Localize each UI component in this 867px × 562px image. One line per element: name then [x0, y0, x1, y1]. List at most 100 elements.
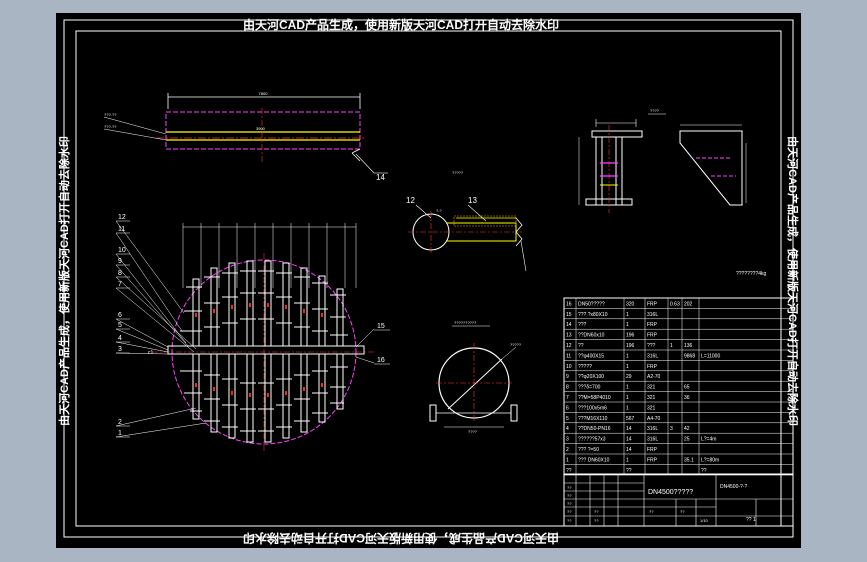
bom-cell: 6	[566, 405, 569, 411]
balloon-label: 7	[118, 281, 122, 288]
section-b-label: ?????	[510, 342, 522, 347]
section-b-title: ??????????	[454, 320, 477, 325]
bom-cell: ??DN60x10	[578, 333, 605, 339]
side-view-detail: ????	[578, 108, 747, 213]
bom-cell: A4-70	[647, 416, 661, 422]
top-view-beam: 7800 3900 ???-?? ???-?? 14	[103, 91, 388, 182]
bom-cell: 196	[626, 333, 635, 339]
bom-cell: ??	[626, 468, 632, 474]
bom-cell: 1	[626, 322, 629, 328]
bom-cell: 1	[670, 343, 673, 349]
scale-note: ????????4kg	[736, 271, 767, 277]
bom-cell: 316L	[647, 353, 658, 359]
tb-sheet: ?? 1	[746, 517, 756, 523]
bom-cell: DN50?????	[578, 301, 605, 307]
bom-cell: 14	[626, 447, 632, 453]
bom-cell: ??? ?=50	[578, 447, 599, 453]
bom-cell: 316L	[647, 312, 658, 318]
bom-cell: 8	[566, 385, 569, 391]
bom-cell: 5	[566, 416, 569, 422]
bom-cell: 35.1	[684, 457, 694, 463]
watermark-right: 由天河CAD产品生成，使用新版天河CAD打开自动去除水印	[786, 136, 800, 426]
bom-cell: 316L	[647, 437, 658, 443]
bom-cell: ??M=58P4010	[578, 395, 611, 401]
balloon-label: 6	[118, 312, 122, 319]
bom-cell: 65	[684, 385, 690, 391]
bom-cell: 1	[626, 457, 629, 463]
bom-cell: 196	[626, 343, 635, 349]
bom-cell: 16	[566, 301, 572, 307]
bom-cell: 4	[566, 426, 569, 432]
bom-cell: ???	[578, 322, 587, 328]
bom-cell: ??	[566, 468, 572, 474]
top-view-dim-total: 7800	[259, 91, 269, 96]
bom-cell: FRP	[647, 447, 658, 453]
title-block: DN4500????? DN4500-?-? ?? ?? ?? ?? ?? ??…	[563, 473, 794, 527]
bom-cell: ???δ=700	[578, 385, 601, 391]
bom-cell: 136	[684, 343, 693, 349]
bom-cell: L=11000	[701, 353, 720, 359]
bom-cell: 1	[626, 395, 629, 401]
section-a-detail: ????? 12 13 ?-?	[406, 170, 527, 272]
balloon-label: 1	[118, 430, 122, 437]
bom-cell: ??? DN60X10	[578, 457, 610, 463]
bom-cell: ??????57x3	[578, 437, 606, 443]
section-b-detail: ?????????? ????? ????	[429, 320, 522, 434]
bom-cell: 567	[626, 416, 635, 422]
bom-cell: 1	[626, 364, 629, 370]
bom-cell: 9	[566, 374, 569, 380]
cad-drawing-canvas[interactable]: 由天河CAD产品生成，使用新版天河CAD打开自动去除水印 由天河CAD产品生成，…	[56, 13, 801, 548]
bom-cell: 42	[684, 426, 690, 432]
watermark-left: 由天河CAD产品生成，使用新版天河CAD打开自动去除水印	[57, 136, 71, 426]
bom-cell: 3	[566, 437, 569, 443]
bom-cell: FRP	[647, 301, 658, 307]
tb-cell-1: ??	[567, 485, 572, 490]
tb-unit: 1/10	[700, 518, 709, 523]
side-view-title: ????	[650, 108, 660, 113]
section-a-title: ?????	[452, 170, 464, 175]
bom-border	[563, 297, 794, 476]
beam-outline	[165, 111, 361, 150]
bom-cell: 0.63	[670, 301, 680, 307]
bom-cell: 316L	[647, 426, 658, 432]
bom-cell: 321	[647, 405, 656, 411]
drawing-background	[56, 13, 801, 548]
balloon-label: 9	[118, 258, 122, 265]
title-block-title: DN4500?????	[648, 489, 693, 496]
bom-cell: 321	[647, 395, 656, 401]
bom-cell: L?=80m	[701, 457, 719, 463]
bom-cell: 29	[626, 374, 632, 380]
section-a-dim: ?-?	[436, 208, 443, 213]
bom-cell: 321	[647, 385, 656, 391]
balloon-label: 3	[118, 346, 122, 353]
tb-scale: ??	[680, 509, 685, 514]
bom-cell: 15	[566, 312, 572, 318]
top-view-note-1: ???-??	[104, 112, 117, 117]
bom-cell: ?????	[578, 364, 592, 370]
tb-cell-8: ??	[649, 509, 654, 514]
bom-cell: ??φ20X100	[578, 374, 604, 380]
bom-cell: 25	[684, 437, 690, 443]
title-block-drawing-no: DN4500-?-?	[720, 484, 747, 490]
bom-cell: L?=4m	[701, 437, 716, 443]
plan-view	[115, 220, 376, 453]
balloon-label: 4	[118, 335, 122, 342]
bom-cell: ???	[647, 343, 656, 349]
bom-cell: FRP	[647, 364, 658, 370]
balloon-label: 15	[377, 323, 385, 330]
balloon-label: 12	[118, 214, 126, 221]
balloon-label: 2	[118, 419, 122, 426]
bom-cell: 11	[566, 353, 571, 359]
bom-cell: ??DN50-PN16	[578, 426, 611, 432]
balloon-label: 11	[118, 226, 125, 233]
bom-cell: 1	[626, 353, 629, 359]
bom-cell: ??	[578, 343, 584, 349]
balloon-label: 5	[118, 322, 122, 329]
bom-cell: ??φ400X15	[578, 353, 604, 359]
balloon-label: 10	[118, 247, 126, 254]
section-a-label-left: 12	[406, 196, 415, 205]
watermark-top: 由天河CAD产品生成，使用新版天河CAD打开自动去除水印	[243, 17, 559, 32]
top-view-note-2: ???-??	[104, 124, 117, 129]
tb-cell-2: ??	[567, 493, 572, 498]
